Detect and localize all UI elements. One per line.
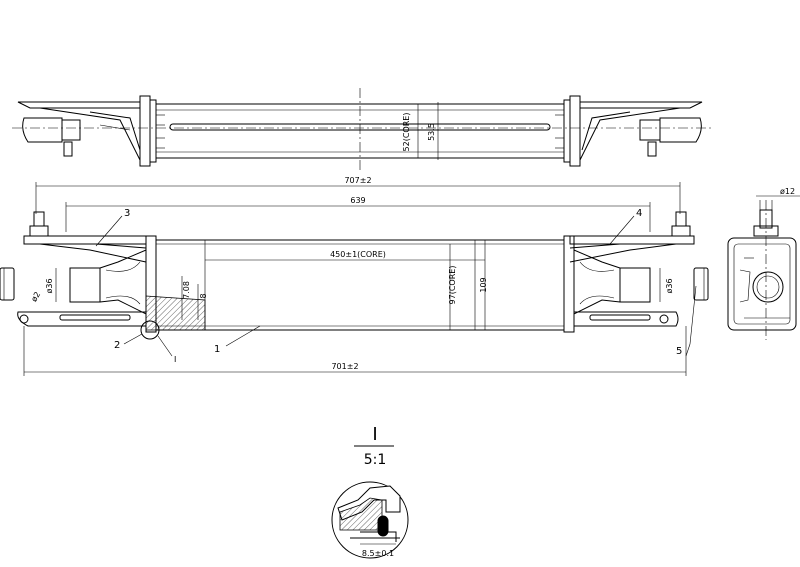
detail-label: I [372,424,377,445]
front-view: 707±2 639 [0,176,709,376]
side-view: ø12 [727,187,800,340]
callout-4: 4 [636,208,642,219]
dim-hole-dia: ø2 [29,290,42,303]
dim-height-top: 53.5 [427,123,436,141]
dim-overall-length-upper: 707±2 [344,176,371,185]
dim-pin-dia: ø12 [780,187,795,196]
dim-pipe-dia-right: ø36 [665,278,674,293]
callout-5: 5 [676,346,682,357]
dim-overall-length-lower: 701±2 [331,362,358,371]
callout-3: 3 [124,208,130,219]
dim-tank-offset-1: 7.08 [182,281,191,299]
callout-2: 2 [114,340,120,351]
detail-view: I 5:1 8.5±0.1 [331,424,409,559]
callout-1: 1 [214,344,220,355]
dim-tank-offset-2: 8 [199,293,208,298]
dim-pipe-dia-left: ø36 [45,278,54,293]
dim-overall-height: 109 [479,277,488,292]
dim-core-length: 450±1(CORE) [330,250,386,259]
dim-seal-width: 8.5±0.1 [362,549,394,558]
detail-scale: 5:1 [364,452,387,468]
top-view: 52(CORE) 53.5 [12,88,712,170]
dim-core-height: 97(CORE) [448,266,457,305]
dim-core-height-top: 52(CORE) [402,113,411,152]
dim-mount-span: 639 [350,196,365,205]
detail-ref-label: I [174,355,176,364]
